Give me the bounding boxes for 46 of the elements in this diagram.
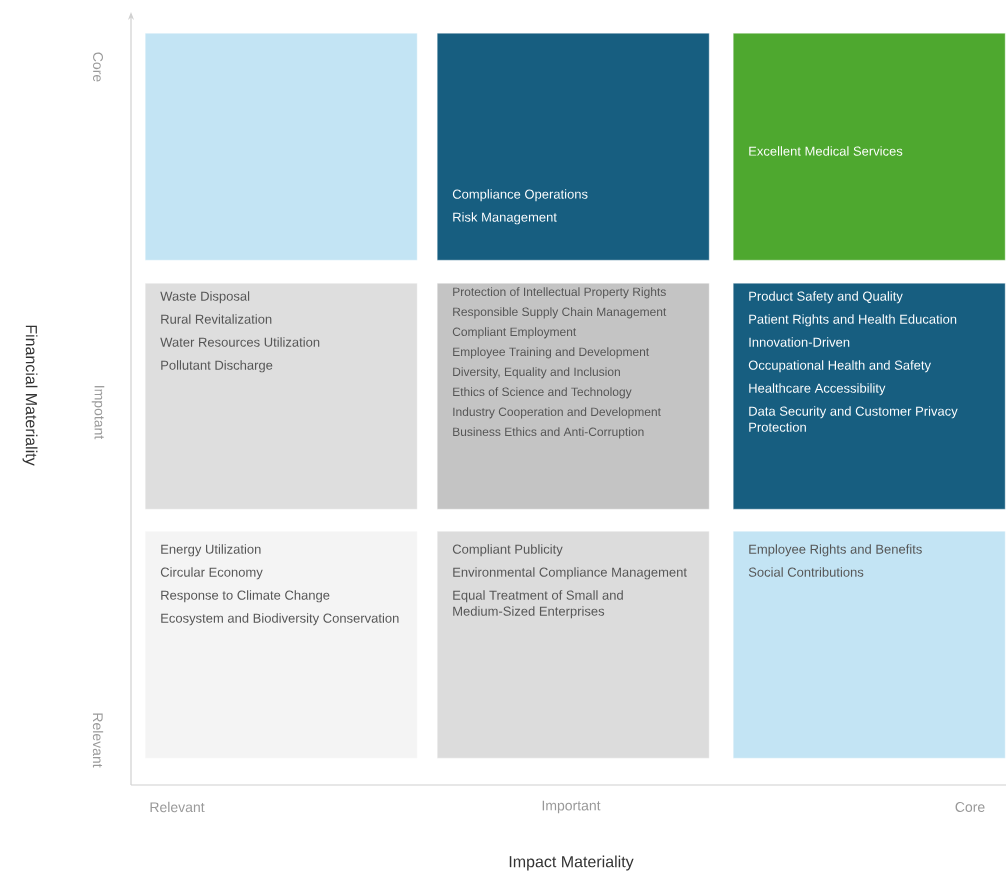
axis-title: Impact Materiality bbox=[509, 855, 634, 871]
topic-text: Equal Treatment of Small and Medium-Sized Enterprises bbox=[453, 590, 623, 619]
topic-text: Response to Climate Change bbox=[161, 590, 330, 603]
topic-text: Occupational Health and Safety bbox=[748, 360, 931, 373]
topic-text: Healthcare Accessibility bbox=[749, 383, 886, 396]
topic-text: Ethics of Science and Technology bbox=[453, 387, 632, 399]
topic-text: Product Safety and Quality bbox=[749, 291, 903, 304]
topic-text: Diversity, Equality and Inclusion bbox=[453, 367, 620, 379]
topic-text: Compliance Operations bbox=[452, 189, 588, 202]
axis-title: Financial Materiality bbox=[22, 325, 38, 466]
axis-tick-label: Core bbox=[955, 802, 985, 812]
axis-tick-label: Relevant bbox=[150, 801, 205, 813]
topic-text: Industry Cooperation and Development bbox=[453, 407, 661, 419]
topic-text: Ecosystem and Biodiversity Conservation bbox=[161, 613, 399, 626]
quadrant-box bbox=[437, 283, 710, 510]
axis-tick-label: Core bbox=[93, 52, 103, 82]
topic-text: Environmental Compliance Management bbox=[453, 567, 687, 580]
topic-text: Protection of Intellectual Property Rights bbox=[453, 287, 666, 299]
quadrant-box bbox=[145, 33, 418, 261]
quadrant-box bbox=[733, 33, 1006, 261]
topic-text: Circular Economy bbox=[160, 567, 263, 580]
quadrant-box bbox=[437, 33, 710, 261]
topic-text: Pollutant Discharge bbox=[161, 360, 273, 373]
topic-text: Energy Utilization bbox=[161, 544, 261, 557]
axis-tick-label: Relevant bbox=[92, 713, 104, 768]
topic-text: Waste Disposal bbox=[160, 291, 250, 304]
topic-text: Excellent Medical Services bbox=[749, 146, 903, 156]
quadrant-box bbox=[145, 283, 418, 510]
axis-tick-label: Important bbox=[542, 800, 601, 814]
topic-text: Water Resources Utilization bbox=[160, 337, 320, 347]
topic-text: Risk Management bbox=[453, 212, 557, 225]
quadrant-box bbox=[437, 531, 710, 759]
axis-tick-label: Impotant bbox=[91, 386, 105, 440]
topic-text: Business Ethics and Anti-Corruption bbox=[453, 427, 644, 439]
topic-text: Innovation-Driven bbox=[749, 337, 850, 347]
topic-text: Social Contributions bbox=[748, 567, 864, 577]
topic-text: Compliant Employment bbox=[452, 327, 577, 339]
topic-text: Employee Training and Development bbox=[453, 347, 650, 359]
topic-text: Compliant Publicity bbox=[452, 544, 563, 557]
topic-text: Responsible Supply Chain Management bbox=[453, 307, 667, 319]
quadrant-box bbox=[733, 283, 1006, 510]
topic-text: Rural Revitalization bbox=[161, 314, 272, 324]
topic-text: Patient Rights and Health Education bbox=[749, 314, 957, 327]
quadrant-box bbox=[733, 531, 1006, 759]
topic-text: Data Security and Customer Privacy Protection bbox=[749, 406, 958, 432]
topic-text: Employee Rights and Benefits bbox=[749, 544, 922, 557]
